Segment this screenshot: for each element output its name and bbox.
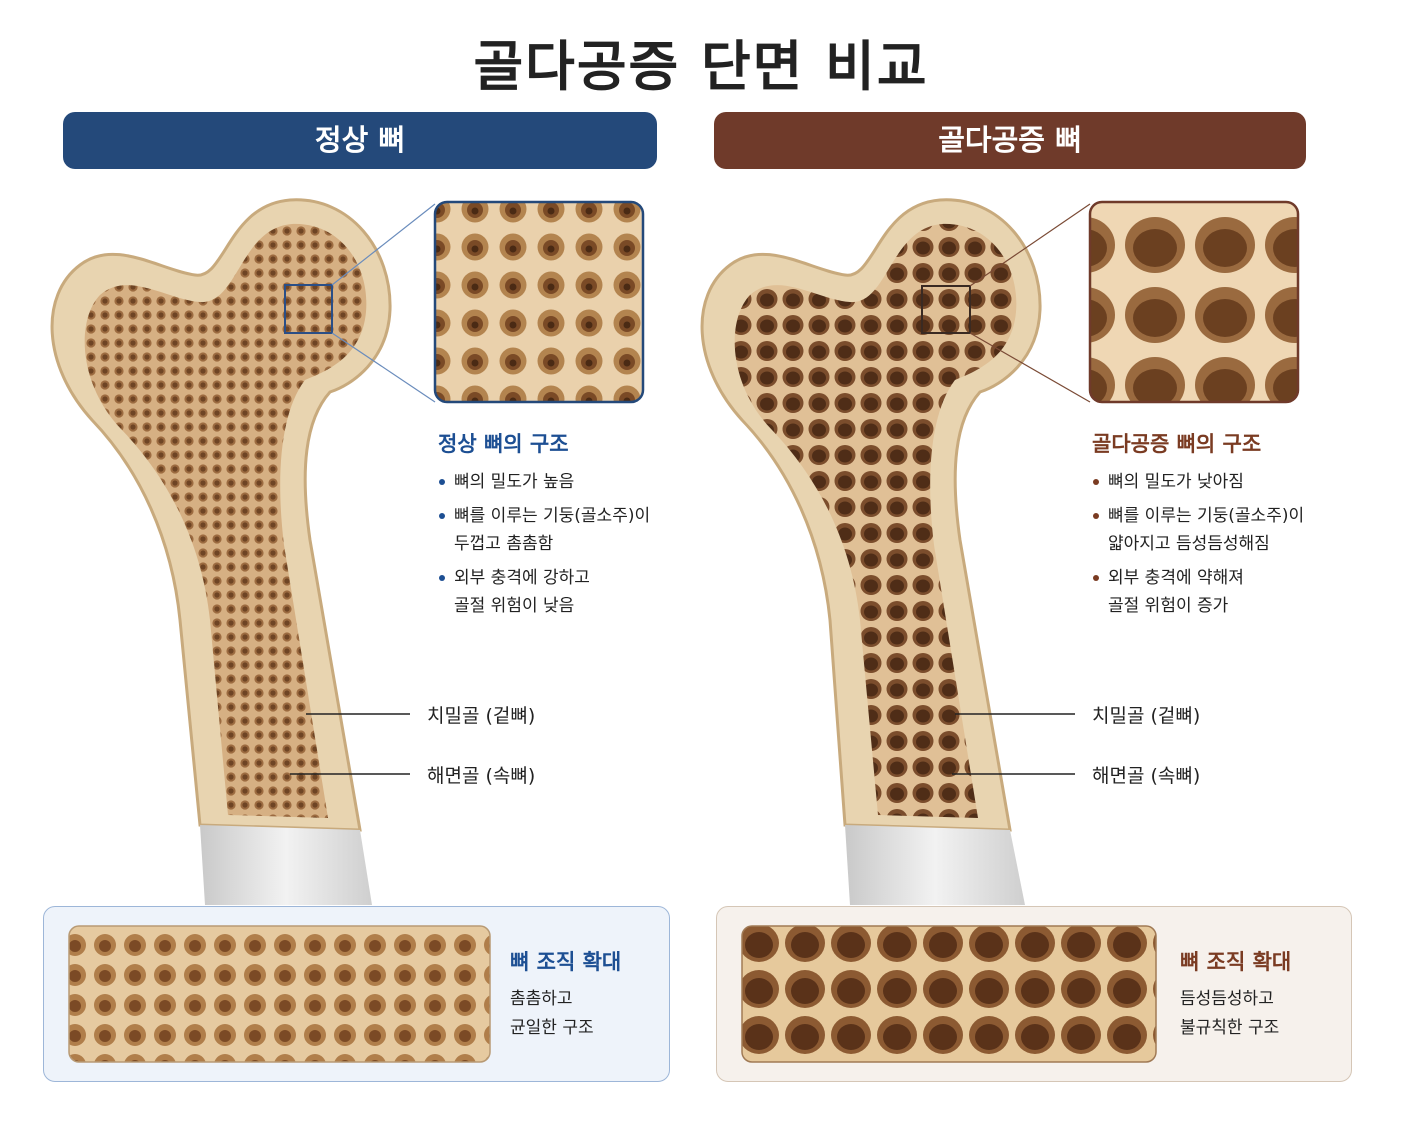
normal-detail-text: 촘촘하고 균일한 구조 [510, 989, 594, 1038]
osteoporosis-bone-banner: 골다공증 뼈 [714, 112, 1306, 169]
normal-detail-title: 뼈 조직 확대 [510, 950, 622, 974]
osteo-detail-title: 뼈 조직 확대 [1180, 950, 1292, 974]
list-item: 뼈의 밀도가 낮아짐 [1092, 468, 1382, 496]
osteo-spongy-label: 해면골 (속뼈) [1092, 765, 1201, 787]
osteo-detail-text: 듬성듬성하고 불규칙한 구조 [1180, 989, 1280, 1038]
normal-spongy-label: 해면골 (속뼈) [427, 765, 536, 787]
osteo-zoom-inset [1088, 200, 1300, 404]
normal-zoom-inset [433, 200, 645, 404]
list-item: 뼈의 밀도가 높음 [438, 468, 698, 496]
page-title: 골다공증 단면 비교 [473, 35, 929, 98]
osteo-cortical-label: 치밀골 (겉뼈) [1092, 705, 1201, 727]
normal-structure-title: 정상 뼈의 구조 [438, 432, 569, 456]
normal-cortical-label: 치밀골 (겉뼈) [427, 705, 536, 727]
normal-femur [50, 198, 436, 905]
normal-bone-banner: 정상 뼈 [63, 112, 657, 169]
osteo-structure-title: 골다공증 뼈의 구조 [1092, 432, 1262, 456]
osteo-femur [700, 198, 1091, 905]
